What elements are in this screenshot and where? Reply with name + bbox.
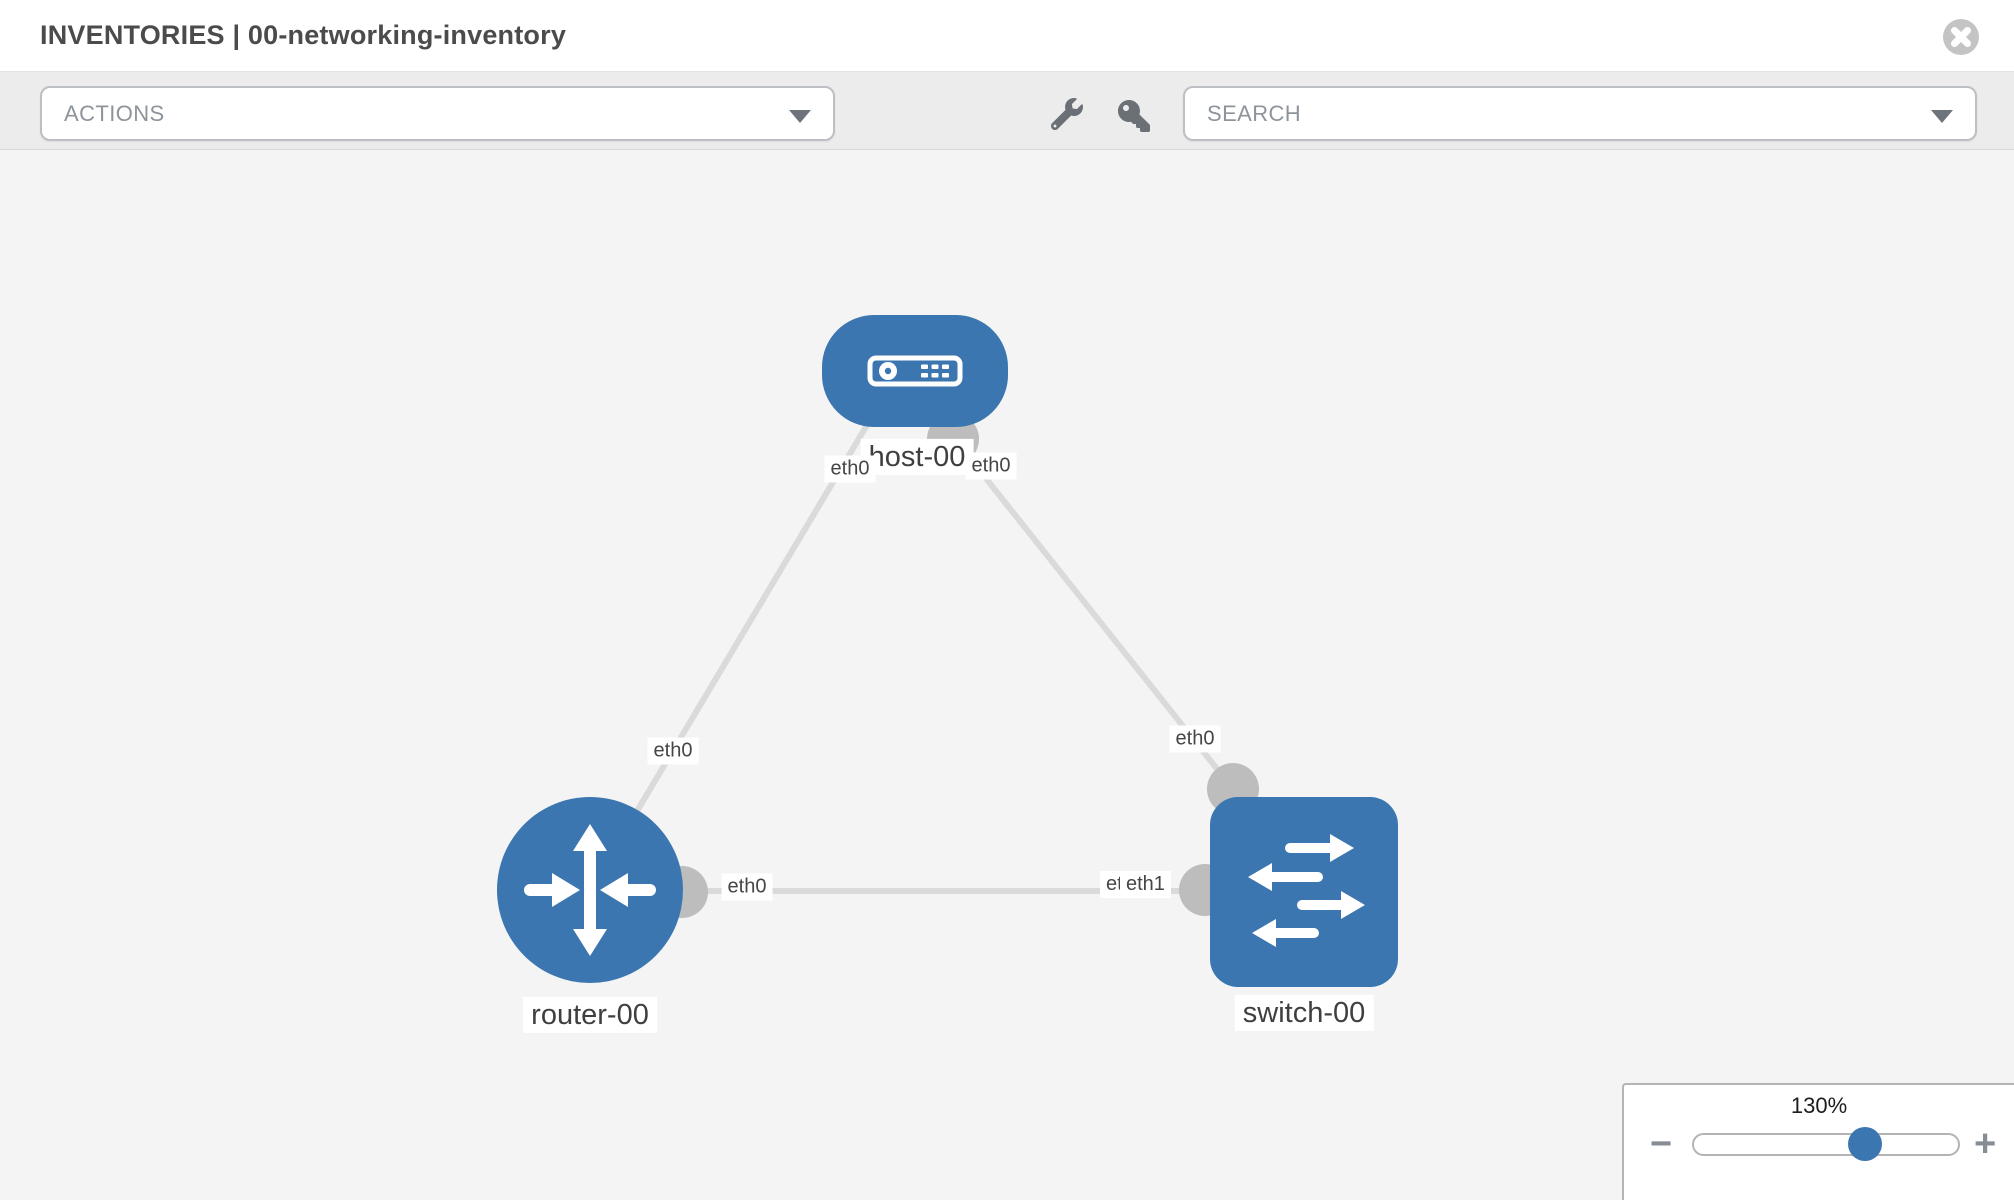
node-label-router: router-00	[523, 996, 657, 1034]
interface-label-host-left: eth0	[824, 455, 876, 483]
zoom-in-button[interactable]: +	[1974, 1123, 1997, 1165]
topology-canvas[interactable]: host-00 router-00 switch-00 eth0 eth0 et…	[0, 150, 2014, 1200]
search-dropdown[interactable]: SEARCH	[1183, 86, 1977, 141]
chevron-down-icon	[789, 110, 811, 123]
router-arrows-icon	[524, 824, 656, 956]
actions-dropdown-label: ACTIONS	[64, 101, 165, 126]
interface-label-host-right: eth0	[965, 452, 1017, 480]
topology-links-layer	[587, 413, 1304, 918]
search-dropdown-label: SEARCH	[1207, 101, 1302, 126]
toolbar: ACTIONS SEARCH	[0, 72, 2014, 150]
node-label-host: host-00	[860, 438, 974, 476]
switch-arrows-icon	[1248, 834, 1365, 947]
host-server-icon	[867, 355, 963, 387]
node-host-00[interactable]	[822, 315, 1008, 427]
interface-label-router-uplink: eth0	[647, 737, 699, 765]
zoom-control-panel: 130% − +	[1622, 1083, 2014, 1200]
zoom-out-button[interactable]: −	[1650, 1123, 1673, 1165]
page-title: INVENTORIES | 00-networking-inventory	[40, 20, 567, 50]
zoom-slider-track[interactable]	[1692, 1127, 1960, 1161]
actions-dropdown[interactable]: ACTIONS	[40, 86, 835, 141]
interface-label-near-switch-eth1: eth1	[1120, 871, 1171, 898]
wrench-icon	[1050, 98, 1083, 131]
key-icon	[1118, 100, 1150, 132]
node-label-switch: switch-00	[1234, 994, 1374, 1032]
chevron-down-icon	[1931, 110, 1953, 123]
interface-label-switch-uplink: eth0	[1169, 725, 1221, 753]
close-icon	[1943, 19, 1979, 55]
node-router-00[interactable]	[497, 797, 683, 983]
configure-button[interactable]	[1050, 98, 1084, 132]
header: INVENTORIES | 00-networking-inventory	[0, 0, 2014, 72]
zoom-level-readout: 130%	[1790, 1093, 1848, 1118]
credentials-button[interactable]	[1117, 100, 1151, 134]
node-switch-00[interactable]	[1210, 797, 1398, 987]
interface-label-near-router: eth0	[721, 873, 773, 901]
zoom-slider-thumb[interactable]	[1848, 1127, 1882, 1161]
close-button[interactable]	[1942, 18, 1980, 56]
